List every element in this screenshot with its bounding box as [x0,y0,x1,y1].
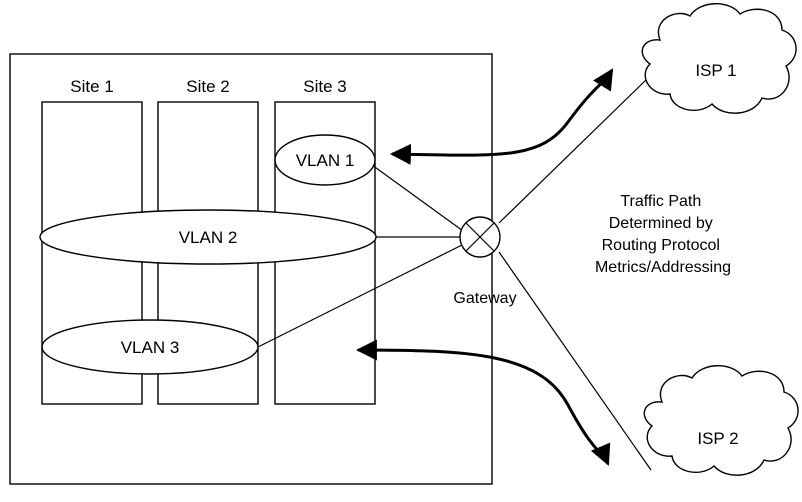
traffic-note-line-4: Metrics/Addressing [595,259,731,276]
vlan-3-label: VLAN 3 [121,338,180,357]
traffic-arrow-bottom [355,339,611,466]
traffic-note-line-3: Routing Protocol [602,237,720,254]
site-1-label: Site 1 [70,77,113,96]
vlan3-gateway-link [257,244,463,348]
vlan-1-ellipse [274,134,376,186]
traffic-note: Traffic Path Determined by Routing Proto… [595,193,731,276]
traffic-arrow-top [389,68,614,165]
isp-2-cloud-icon [643,365,799,476]
vlan-1-label: VLAN 1 [296,151,355,170]
gateway-label: Gateway [453,290,516,307]
vlan-2-ellipse [39,209,377,265]
site-2-label: Site 2 [186,77,229,96]
vlan-3-ellipse [41,319,259,375]
isp-1-label: ISP 1 [695,61,736,80]
site-3-label: Site 3 [303,77,346,96]
traffic-note-line-2: Determined by [609,215,713,232]
gateway-isp2-link [498,251,652,471]
traffic-note-line-1: Traffic Path [620,193,701,210]
gateway-router-icon [459,216,501,258]
isp-1-cloud-icon [641,3,797,114]
vlan-2-label: VLAN 2 [179,228,238,247]
vlan1-gateway-link [371,164,471,237]
isp-2-label: ISP 2 [697,429,738,448]
